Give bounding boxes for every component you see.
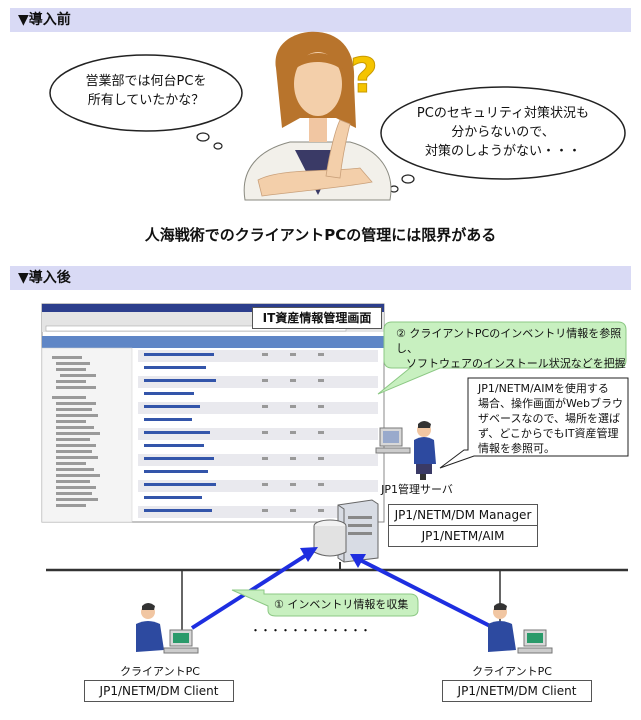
- conclusion-text: 人海戦術でのクライアントPCの管理には限界がある: [144, 226, 497, 244]
- thought-left-line: 営業部では何台PCを: [85, 74, 207, 89]
- woman-thinking-icon: [243, 31, 392, 201]
- thought-right-line: 対策のしようがない・・・: [424, 144, 581, 159]
- admin-user-icon: [375, 421, 436, 480]
- thought-bubble-right: [380, 86, 626, 180]
- note-line: ず、どこからでもIT資産管理: [478, 427, 619, 440]
- question-mark-icon: ?: [350, 48, 378, 104]
- thought-dot: [401, 174, 415, 184]
- thought-right-line: 分からないので、: [451, 125, 555, 140]
- note-line: 情報を参照可。: [478, 442, 555, 455]
- before-illustration: ?: [49, 31, 626, 201]
- thought-left-line: 所有していたかな？: [87, 93, 205, 108]
- client-right-label: クライアントPC: [472, 665, 552, 678]
- note-text: JP1/NETM/AIMを使用する 場合、操作画面がWebブラウ ザベースなので…: [478, 381, 626, 456]
- client-left-label: クライアントPC: [120, 665, 200, 678]
- note-callout: [439, 377, 629, 469]
- thought-dot: [196, 132, 210, 142]
- thought-bubble-left: [49, 54, 243, 132]
- note-line: 場合、操作画面がWebブラウ: [478, 397, 623, 410]
- after-heading: ▼導入後: [10, 266, 631, 290]
- client-left-product: JP1/NETM/DM Client: [84, 680, 234, 702]
- more-clients-dots: ・・・・・・・・・・・・: [250, 624, 371, 637]
- thought-right-line: PCのセキュリティ対策状況も: [416, 106, 590, 121]
- arrow-right-to-server: [350, 554, 495, 630]
- server-icon: [313, 499, 379, 563]
- client-left-user-icon: [136, 603, 199, 654]
- server-product-dm-manager: JP1/NETM/DM Manager: [388, 504, 538, 526]
- client-right-user-icon: [488, 603, 553, 654]
- server-product-aim: JP1/NETM/AIM: [388, 525, 538, 547]
- admin-server-label: JP1管理サーバ: [381, 483, 453, 496]
- after-diagram: [41, 303, 629, 654]
- client-right-product: JP1/NETM/DM Client: [442, 680, 592, 702]
- before-heading: ▼導入前: [10, 8, 631, 32]
- step2-text: ② クライアントPCのインベントリ情報を参照し、 ソフトウェアのインストール状況…: [396, 326, 626, 371]
- step2-callout: [377, 321, 627, 395]
- step1-callout: [231, 589, 419, 617]
- screenshot-thumbnail: [41, 303, 385, 523]
- note-line: JP1/NETM/AIMを使用する: [478, 382, 609, 395]
- step1-text: ① インベントリ情報を収集: [274, 598, 409, 611]
- thought-dot: [213, 142, 223, 150]
- step2-line: ② クライアントPCのインベントリ情報を参照し、: [396, 327, 622, 355]
- thought-left-text: 営業部では何台PCを 所有していたかな？: [70, 72, 222, 110]
- step2-line: ソフトウェアのインストール状況などを把握: [406, 357, 626, 370]
- note-line: ザベースなので、場所を選ば: [478, 412, 621, 425]
- thought-right-text: PCのセキュリティ対策状況も 分からないので、 対策のしようがない・・・: [398, 104, 608, 161]
- screen-label: IT資産情報管理画面: [252, 307, 382, 329]
